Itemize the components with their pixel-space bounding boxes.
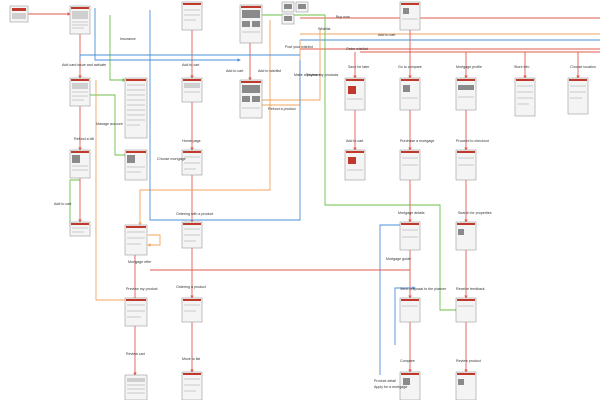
label-5: Manage account — [96, 122, 123, 126]
screen-c2-3[interactable] — [124, 224, 148, 256]
label-30: Add to cart — [346, 139, 363, 143]
labels: Add card issue and activate Insurance Ad… — [54, 15, 596, 389]
label-9: Refund a product — [268, 107, 296, 111]
screen-start[interactable] — [9, 5, 29, 23]
label-21: Make a payment — [294, 73, 321, 77]
label-17: Choose mortgage — [157, 157, 186, 161]
screen-c6-3[interactable] — [399, 149, 421, 181]
screen-c6-5[interactable] — [399, 297, 421, 323]
screen-c1-3[interactable] — [69, 149, 91, 179]
label-2: Insurance — [120, 37, 136, 41]
screen-c2-4[interactable] — [124, 297, 148, 327]
label-8: Add to wishlist — [258, 69, 281, 73]
label-19: Move to list — [182, 357, 200, 361]
label-27: Mortgage profile — [456, 65, 482, 69]
edge-orange-4 — [147, 234, 161, 247]
screen-c6-4[interactable] — [399, 221, 421, 251]
label-10: Review my products — [306, 73, 339, 77]
screen-c3-5[interactable] — [181, 297, 203, 323]
label-3: Add to cart — [182, 63, 199, 67]
screen-c5-2[interactable] — [344, 149, 366, 181]
label-29: Choose location — [570, 65, 596, 69]
screens — [9, 1, 589, 400]
edge-orange-5 — [95, 80, 125, 301]
edge-green-1 — [69, 179, 80, 227]
screen-c6-2[interactable] — [399, 77, 421, 111]
edge-blue-5 — [394, 286, 416, 300]
label-1: Add card issue and activate — [62, 63, 106, 67]
edge-orange-3 — [260, 30, 321, 101]
screen-c3-6[interactable] — [181, 371, 203, 400]
edge-blue-3 — [79, 54, 300, 60]
edge-green-2 — [109, 15, 126, 82]
screen-c7-4[interactable] — [455, 297, 477, 323]
edge-green-4 — [250, 14, 459, 312]
screen-c3-1[interactable] — [181, 1, 203, 31]
edge-green-3 — [90, 94, 128, 157]
screen-c7-1[interactable] — [455, 77, 477, 111]
label-36: Send proposal to the planner — [400, 287, 447, 291]
label-12: Post your wishlist — [285, 45, 313, 49]
label-22: Buy now — [336, 15, 350, 19]
screen-c4-small-2[interactable] — [295, 1, 309, 13]
label-4: Refund a bill — [74, 137, 94, 141]
label-15: Mortgage offer — [128, 260, 152, 264]
label-38: Compare — [400, 359, 415, 363]
label-6: Home page — [182, 139, 201, 143]
label-23: Order wishlist — [346, 47, 368, 51]
label-7: Add to cart — [226, 69, 243, 73]
screen-c5-1[interactable] — [344, 77, 366, 111]
screen-c6-1[interactable] — [399, 1, 421, 31]
screen-c1-1[interactable] — [69, 5, 91, 35]
screen-c4-1[interactable] — [239, 4, 263, 44]
screen-c2-1[interactable] — [124, 77, 148, 139]
screen-c4-small-1[interactable] — [281, 1, 295, 13]
label-20: Review cart — [126, 352, 145, 356]
screen-c4-2[interactable] — [239, 79, 263, 119]
screen-c7-3[interactable] — [455, 221, 477, 251]
screen-c7-2[interactable] — [455, 149, 477, 181]
screen-c6-6[interactable] — [399, 371, 421, 400]
label-11: Wishlist — [318, 27, 330, 31]
label-28: Store info — [514, 65, 529, 69]
screen-c1-2[interactable] — [69, 77, 91, 107]
label-41: Apply for a mortgage — [374, 385, 407, 389]
label-13: Ordering with a product — [176, 212, 213, 216]
screen-c1-4[interactable] — [69, 221, 91, 237]
screen-c8-1[interactable] — [514, 77, 536, 117]
label-40: Product detail — [374, 379, 396, 383]
label-32: Proceed to checkout — [456, 139, 489, 143]
label-35: Mortgage guide — [386, 257, 411, 261]
label-39: Review product — [456, 359, 481, 363]
edge-blue-2 — [149, 10, 301, 221]
label-33: Mortgage details — [398, 211, 425, 215]
screen-c2-2[interactable] — [124, 149, 148, 181]
label-14: Ordering a product — [176, 285, 206, 289]
screen-c3-3[interactable] — [181, 149, 203, 176]
edge-orange-1 — [138, 20, 271, 226]
label-31: Purchase a mortgage — [400, 139, 434, 143]
label-34: Search for properties — [458, 211, 492, 215]
screen-c4-small-3[interactable] — [281, 13, 295, 25]
edges — [28, 8, 600, 376]
label-25: Save for later — [348, 65, 370, 69]
label-24: Add to cart — [378, 33, 395, 37]
screen-c3-2[interactable] — [181, 77, 203, 103]
edge-blue-1 — [94, 8, 241, 62]
label-16: Preview my product — [126, 287, 158, 291]
label-18: Add to cart — [54, 202, 71, 206]
label-37: Receive feedback — [456, 287, 485, 291]
screen-c9-1[interactable] — [567, 77, 589, 115]
screen-c3-4[interactable] — [181, 221, 203, 249]
label-26: Go to compare — [398, 65, 422, 69]
screen-c7-5[interactable] — [455, 371, 477, 400]
screen-c2-5[interactable] — [124, 374, 148, 400]
